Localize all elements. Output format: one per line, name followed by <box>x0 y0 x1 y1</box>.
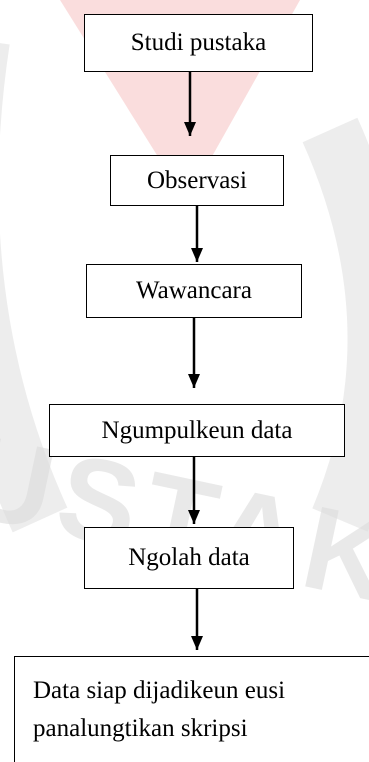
watermark-arc-left <box>0 43 68 533</box>
step-ngolah-data: Ngolah data <box>84 527 294 589</box>
final-step: Data siap dijadikeun eusi panalungtikan … <box>14 656 369 762</box>
arrow-2-head <box>191 248 203 262</box>
step-label: Wawancara <box>136 277 252 304</box>
final-line-1: Data siap dijadikeun eusi <box>33 676 286 704</box>
step-studi-pustaka: Studi pustaka <box>84 14 313 72</box>
final-line-2: panalungtikan skripsi <box>33 714 248 742</box>
step-wawancara: Wawancara <box>86 264 302 318</box>
arrow-3-head <box>188 374 200 388</box>
step-label: Ngolah data <box>128 544 250 571</box>
arrow-4-head <box>188 510 200 524</box>
step-ngumpulkeun-data: Ngumpulkeun data <box>49 404 345 457</box>
step-observasi: Observasi <box>110 155 284 206</box>
step-label: Studi pustaka <box>130 29 267 56</box>
step-label: Ngumpulkeun data <box>101 416 293 444</box>
arrow-5-head <box>191 636 203 650</box>
watermark-arc-right <box>302 117 369 532</box>
arrow-1-head <box>184 122 196 136</box>
step-label: Observasi <box>147 166 247 194</box>
